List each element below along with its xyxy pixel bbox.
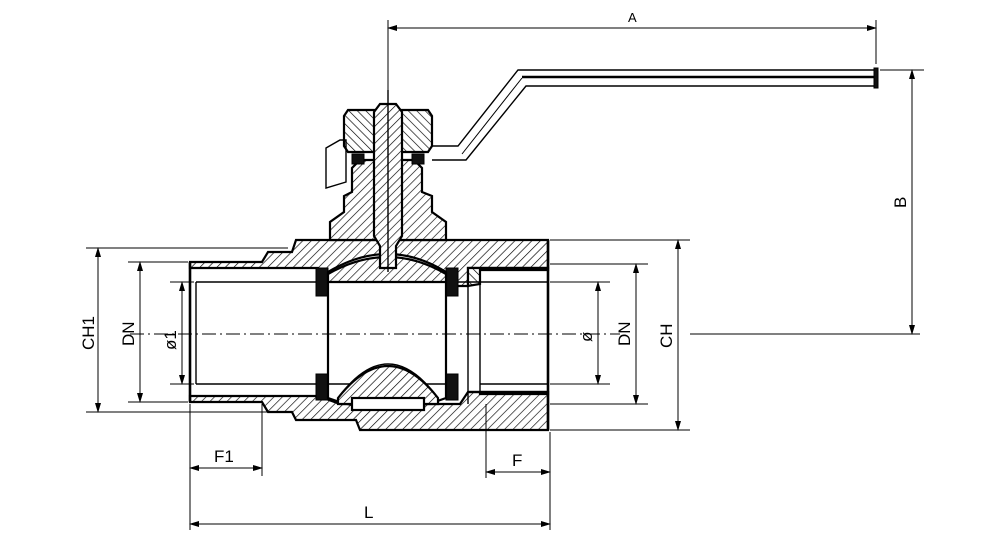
seat-right-bottom (445, 373, 459, 401)
f1-label: F1 (214, 447, 234, 466)
handle-tip (873, 67, 879, 89)
lever-handle (432, 67, 879, 161)
dimension-b: B (880, 69, 924, 335)
dimension-l: L (189, 503, 551, 527)
f-label: F (512, 451, 522, 470)
b-label: B (891, 197, 910, 208)
dimension-f1: F1 (189, 404, 263, 530)
dn-right-label: DN (615, 321, 634, 346)
dimension-phi1: ø1 (161, 281, 194, 385)
seat-right-top (445, 267, 459, 297)
a-label: A (628, 10, 637, 25)
phi-label: ø (577, 332, 596, 342)
phi1-label: ø1 (161, 330, 180, 350)
dimension-dn-right: DN (550, 263, 648, 405)
dimension-phi: ø (550, 281, 610, 385)
ch1-label: CH1 (79, 316, 98, 350)
ball-top (326, 255, 448, 284)
dimension-dn-left: DN (119, 261, 188, 403)
dimension-f: F (485, 404, 551, 530)
dn-left-label: DN (119, 321, 138, 346)
stem-assembly (325, 90, 448, 272)
ch-label: CH (657, 323, 676, 348)
ball-bottom-slot (350, 396, 426, 412)
lock-plate (325, 139, 347, 189)
ball-and-seats (315, 252, 459, 412)
dimension-ch: CH (550, 239, 690, 431)
packing-right (411, 153, 425, 165)
l-label: L (364, 503, 373, 522)
seat-left-bottom (315, 373, 329, 401)
packing-left (351, 153, 365, 165)
ball-lower-part (336, 364, 440, 406)
seat-left-top (315, 267, 329, 297)
dimension-a: A (387, 10, 877, 100)
handle-outline (432, 69, 877, 161)
handle-bend (461, 77, 523, 155)
dimension-ch1: CH1 (79, 247, 290, 413)
